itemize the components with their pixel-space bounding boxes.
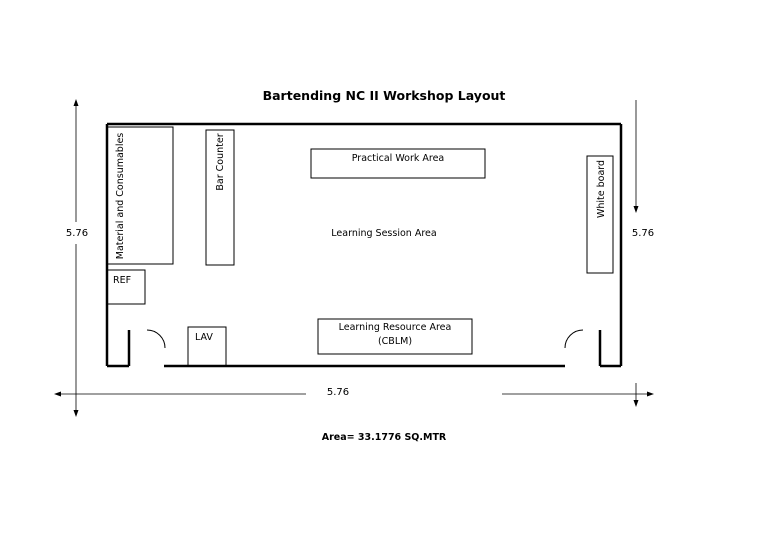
bottom-dimension-label: 5.76 (327, 387, 349, 398)
bar-counter-label: Bar Counter (215, 133, 226, 190)
bottom-dimension-arrow-left (54, 391, 61, 397)
white-board-box (586, 155, 614, 274)
bottom-dimension-arrow-right (647, 391, 654, 397)
bar-counter-box (205, 129, 235, 266)
area-total: Area= 33.1776 SQ.MTR (322, 432, 447, 443)
lav-label: LAV (195, 332, 213, 343)
ref-label: REF (113, 275, 131, 286)
material-consumables-label: Material and Consumables (115, 133, 126, 260)
learning-resource-label: Learning Resource Area (339, 322, 452, 333)
lav-box (187, 326, 227, 367)
left-dimension-label: 5.76 (66, 228, 88, 239)
left-dimension-arrow-top (73, 99, 79, 106)
right-door-swing (564, 329, 584, 349)
material-consumables-box (106, 126, 174, 265)
left-door-swing (146, 329, 166, 349)
learning-session-label: Learning Session Area (331, 228, 436, 239)
left-dimension-arrow-bottom (73, 410, 79, 417)
learning-resource-box (317, 318, 473, 355)
practical-work-label: Practical Work Area (352, 153, 445, 164)
white-board-label: White board (596, 160, 607, 218)
learning-resource-sublabel: (CBLM) (378, 336, 412, 347)
diagram-title: Bartending NC II Workshop Layout (263, 88, 506, 103)
ref-box (106, 269, 146, 305)
right-dimension-arrow-top (633, 206, 639, 213)
right-dimension-label: 5.76 (632, 228, 654, 239)
right-dimension-arrow-bottom (633, 400, 639, 407)
practical-work-box (310, 148, 486, 179)
